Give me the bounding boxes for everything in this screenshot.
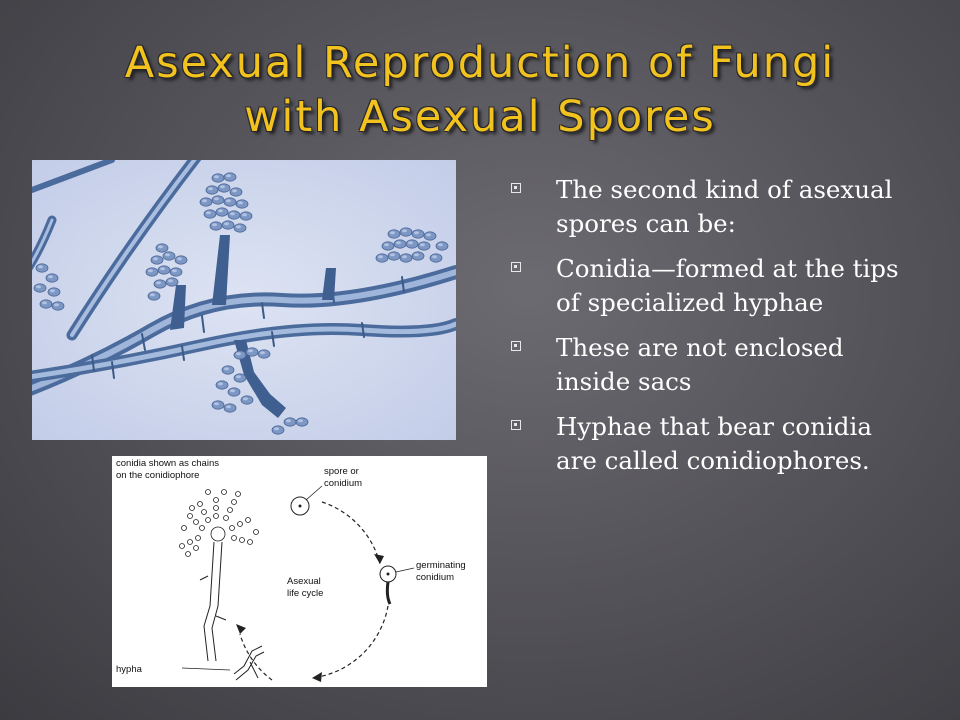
bullet-text: The second kind of asexual spores can be… <box>556 175 893 238</box>
label-conidia-line1: conidia shown as chains <box>116 458 219 469</box>
title-line-1: Asexual Reproduction of Fungi <box>124 38 836 88</box>
bullet-text: These are not enclosed inside sacs <box>556 333 844 396</box>
slide-title: Asexual Reproduction of Fungi with Asexu… <box>40 36 920 144</box>
title-line-2: with Asexual Spores <box>244 92 716 142</box>
bullet-list: The second kind of asexual spores can be… <box>511 173 911 489</box>
label-germinating-line1: germinating <box>416 560 466 571</box>
square-bullet-icon <box>511 183 521 193</box>
label-germinating-line2: conidium <box>416 572 454 583</box>
micrograph-image <box>32 160 456 440</box>
label-hypha: hypha <box>116 664 143 675</box>
square-bullet-icon <box>511 341 521 351</box>
asexual-life-cycle-diagram: conidia shown as chains on the conidioph… <box>112 456 487 687</box>
bullet-item: The second kind of asexual spores can be… <box>511 173 911 241</box>
square-bullet-icon <box>511 262 521 272</box>
label-spore-line2: conidium <box>324 478 362 489</box>
bullet-text: Hyphae that bear conidia are called coni… <box>556 412 872 475</box>
label-cycle-line1: Asexual <box>287 576 321 587</box>
bullet-item: These are not enclosed inside sacs <box>511 331 911 399</box>
bullet-item: Conidia—formed at the tips of specialize… <box>511 252 911 320</box>
bullet-item: Hyphae that bear conidia are called coni… <box>511 410 911 478</box>
label-conidia-line2: on the conidiophore <box>116 470 199 481</box>
label-spore-line1: spore or <box>324 466 359 477</box>
label-cycle-line2: life cycle <box>287 588 323 599</box>
square-bullet-icon <box>511 420 521 430</box>
bullet-text: Conidia—formed at the tips of specialize… <box>556 254 899 317</box>
